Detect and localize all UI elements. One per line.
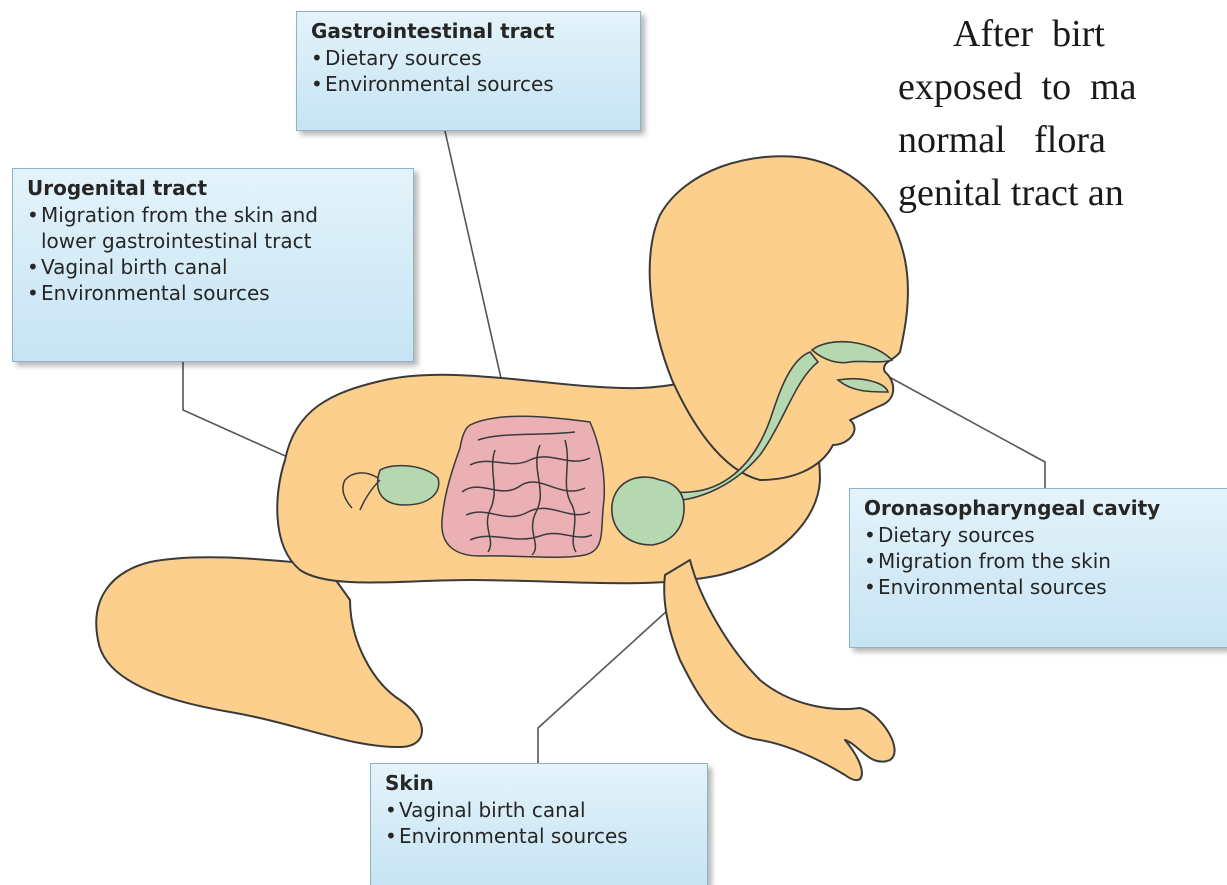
urogenital-label-box: Urogenital tract Migration from the skin…: [12, 168, 414, 362]
side-text-line: normal flora: [898, 114, 1227, 167]
source-item: Vaginal birth canal: [27, 254, 403, 280]
source-item: Dietary sources: [864, 522, 1217, 548]
side-text-line: genital tract an: [898, 167, 1227, 220]
source-item-continuation: lower gastrointestinal tract: [27, 228, 403, 254]
source-list: Migration from the skin and lower gastro…: [27, 202, 403, 306]
side-text-line: exposed to ma: [898, 61, 1227, 114]
source-item: Environmental sources: [864, 574, 1217, 600]
skin-label-box: Skin Vaginal birth canal Environmental s…: [370, 763, 708, 885]
box-title: Gastrointestinal tract: [311, 18, 630, 44]
oronasopharyngeal-label-box: Oronasopharyngeal cavity Dietary sources…: [849, 488, 1227, 648]
source-item: Environmental sources: [27, 280, 403, 306]
connector-oronasopharyngeal: [880, 372, 1045, 488]
box-title: Oronasopharyngeal cavity: [864, 495, 1217, 521]
source-item: Environmental sources: [385, 823, 697, 849]
gastrointestinal-label-box: Gastrointestinal tract Dietary sources E…: [296, 11, 641, 131]
side-text-line: After birt: [898, 8, 1227, 61]
source-list: Dietary sources Migration from the skin …: [864, 522, 1217, 600]
source-list: Dietary sources Environmental sources: [311, 45, 630, 97]
intestines: [442, 416, 604, 557]
intestine-outline: [442, 416, 604, 557]
side-text-fragment: After birt exposed to ma normal flora ge…: [898, 8, 1227, 220]
bladder: [378, 466, 439, 505]
infant-leg: [96, 557, 422, 747]
source-list: Vaginal birth canal Environmental source…: [385, 797, 697, 849]
source-item: Dietary sources: [311, 45, 630, 71]
box-title: Skin: [385, 770, 697, 796]
source-item: Migration from the skin and: [27, 202, 403, 228]
source-item: Environmental sources: [311, 71, 630, 97]
stomach: [612, 477, 684, 545]
source-item: Vaginal birth canal: [385, 797, 697, 823]
box-title: Urogenital tract: [27, 175, 403, 201]
source-item: Migration from the skin: [864, 548, 1217, 574]
